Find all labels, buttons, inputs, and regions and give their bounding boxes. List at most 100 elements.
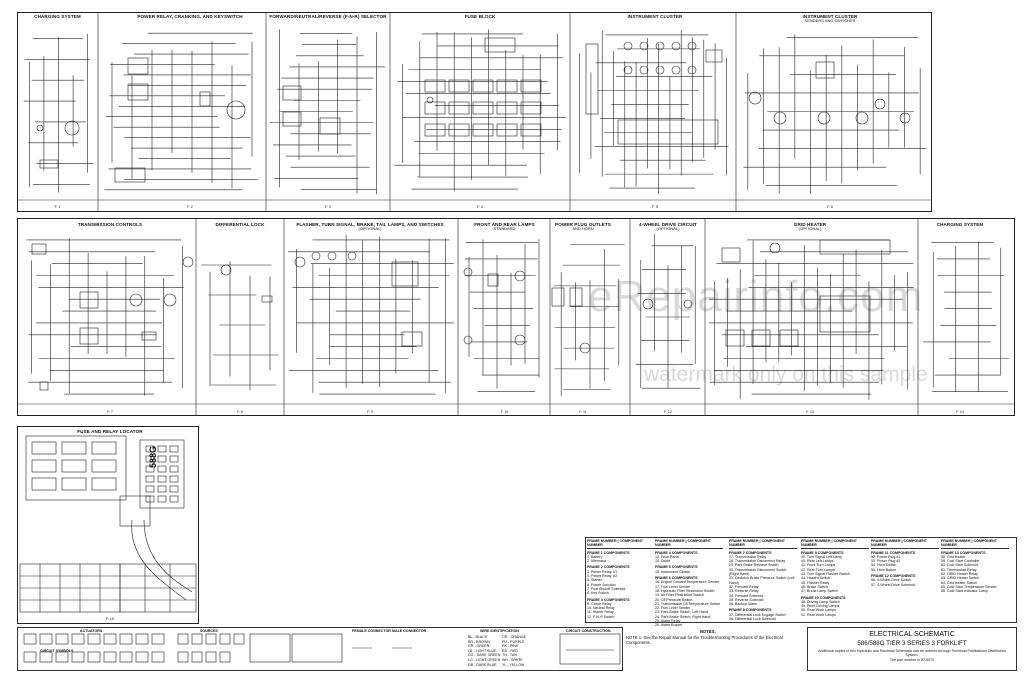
- component-symbol: [129, 293, 143, 307]
- component-item: 60. Cold Start Solenoid: [941, 563, 978, 568]
- component-section-title: FRAME 3 COMPONENTS: [587, 597, 630, 602]
- component-symbol: [817, 111, 831, 125]
- fuse-slot: [472, 79, 494, 93]
- relay-slot: [31, 477, 57, 491]
- component-item: 24. Park Brake Switch, Right Hand: [655, 614, 711, 619]
- component-section-title: FRAME 13 COMPONENTS: [941, 550, 986, 555]
- component-item: 20. Oil Pressure Switch: [655, 597, 693, 602]
- fuse-slot: [157, 495, 167, 503]
- wire-color-item: TN - TAN: [502, 653, 517, 658]
- relay-block-housing: [25, 435, 127, 501]
- component-item: 29. Park Brake Release Switch: [729, 563, 779, 568]
- component-item: 58. Grid Heater: [941, 554, 966, 559]
- panel-subtitle: (OPTIONAL): [358, 226, 382, 231]
- indicator-lamp: [623, 65, 633, 75]
- component-symbol: [311, 251, 321, 261]
- relay-slot: [91, 459, 117, 473]
- fuse-relay-frame: [17, 426, 199, 624]
- panel-title: TRANSMISSION CONTROLS: [77, 222, 143, 227]
- component-symbol: [683, 299, 693, 309]
- wire-color-item: BR - BROWN: [468, 639, 490, 644]
- component-item: 11. Starter Relay: [587, 610, 614, 615]
- component-box: [751, 329, 771, 347]
- frame-number: F. 11: [579, 410, 587, 414]
- legend-symbol: [103, 633, 117, 645]
- component-column-header: FRAME NUMBER | COMPONENT NUMBER: [871, 539, 939, 549]
- component-item: 14. Diode: [655, 559, 671, 564]
- fuse-slot: [145, 455, 155, 463]
- fuse-slot: [496, 101, 518, 115]
- component-item: 62. GRID Heater Relay: [941, 572, 978, 577]
- component-box: [484, 37, 516, 53]
- component-item: 4. Power Relay, #2: [587, 574, 618, 579]
- panel-subtitle: STANDARD: [493, 226, 516, 231]
- gauge-bank: [585, 43, 599, 115]
- fuse-slot: [520, 101, 542, 115]
- relay-slot: [61, 477, 87, 491]
- legend-symbol: [191, 633, 203, 645]
- component-item: 9. Clutch Relay: [587, 601, 612, 606]
- frame-number: F. 1: [54, 205, 61, 209]
- panel-title: FORWARD/NEUTRAL/REVERSE (F-N-R) SELECTOR: [269, 14, 387, 19]
- indicator-lamp: [655, 41, 665, 51]
- component-section-title: FRAME 6 COMPONENTS: [655, 576, 698, 581]
- component-item: 35. Reverse Solenoid: [729, 597, 764, 602]
- component-item: 27. Transmission Relay: [729, 554, 767, 559]
- component-item: 65. Cold Start Temperature Sender: [941, 584, 997, 589]
- component-column-header: FRAME NUMBER | COMPONENT NUMBER: [801, 539, 869, 549]
- component-box: [391, 261, 419, 287]
- component-box: [39, 381, 49, 391]
- relay-slot: [91, 441, 117, 455]
- wire-color-item: DB - DARK BLUE: [468, 662, 497, 667]
- component-column-header: FRAME NUMBER | COMPONENT NUMBER: [655, 539, 723, 549]
- component-symbol: [426, 96, 434, 104]
- fuse-slot: [472, 101, 494, 115]
- fuse-slot: [145, 445, 155, 453]
- component-symbol: [220, 264, 232, 276]
- wire-color-item: LB - LIGHT BLUE: [468, 648, 497, 653]
- component-item: 52. Power Plug #1: [871, 554, 901, 559]
- fuse-slot: [520, 123, 542, 137]
- component-item: 22. Fuel Level Sender: [655, 606, 691, 611]
- component-box: [39, 159, 59, 169]
- legend-symbol: [205, 651, 217, 663]
- component-item: 51. Rear Work Lamps: [801, 612, 836, 617]
- indicator-lamp: [655, 65, 665, 75]
- component-box: [569, 287, 583, 307]
- component-box: [319, 117, 341, 135]
- legend-connector-table: [291, 633, 343, 663]
- component-symbol: [855, 111, 869, 125]
- component-column-header: FRAME NUMBER | COMPONENT NUMBER: [729, 539, 797, 549]
- top-row-frame: [17, 12, 932, 212]
- relay-slot: [61, 441, 87, 455]
- frame-number: F. 2: [187, 205, 193, 209]
- fuse-slot: [169, 495, 179, 503]
- legend-actuators-heading: ACTUATORS: [80, 629, 103, 633]
- frame-number: F. 8: [237, 410, 243, 414]
- fuse-slot: [169, 455, 179, 463]
- component-item: 41. Front Turn Lamps: [801, 563, 836, 568]
- component-symbol: [463, 335, 473, 345]
- indicator-lamp: [639, 41, 649, 51]
- frame-number: F. 13: [806, 410, 814, 414]
- component-item: 23. Park Brake Switch, Left Hand: [655, 610, 708, 615]
- legend-symbol: [177, 633, 189, 645]
- component-box: [261, 295, 273, 303]
- component-symbol: [226, 100, 246, 120]
- fuse-slot: [157, 475, 167, 483]
- component-item: 28. Transmission Disconnect Relay: [729, 559, 786, 564]
- component-item: 56. 4-Wheel Drive Switch: [871, 578, 912, 583]
- panel-title: CHARGING SYSTEM: [34, 14, 81, 19]
- legend-symbol: [23, 633, 37, 645]
- panel-title: FLASHER, TURN SIGNAL, BRAKE, TAIL LAMPS,…: [296, 222, 444, 227]
- panel-subtitle: (OPTIONAL): [798, 226, 822, 231]
- fuse-slot: [157, 445, 167, 453]
- wire-color-item: DG - DARK GREEN: [468, 653, 501, 658]
- component-item: 33. Reverse Relay: [729, 589, 759, 594]
- component-box: [617, 119, 719, 145]
- component-item: 54. Horn Switch: [871, 563, 897, 568]
- component-item: 53. Power Plug #2: [871, 559, 901, 564]
- component-item: 32. Forward Relay: [729, 584, 759, 589]
